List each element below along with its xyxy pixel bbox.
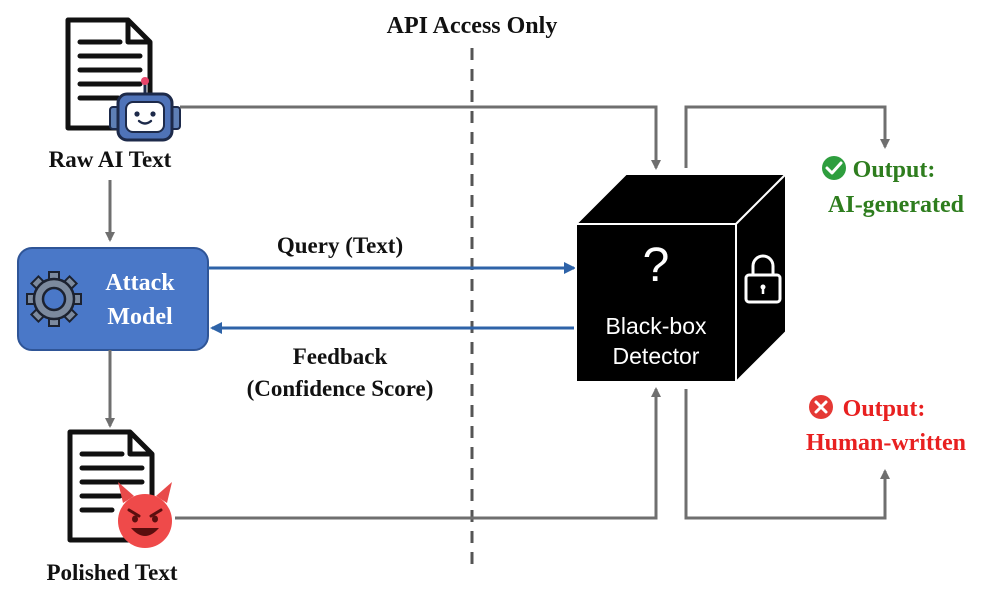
detector-to-ai-output-arrow [684,105,890,168]
cross-circle-icon [809,395,833,419]
ai-output-label-line2: AI-generated [828,192,965,218]
check-circle-icon [822,156,846,180]
raw-to-detector-arrow [180,105,661,170]
black-box-detector-cube [575,173,787,383]
human-output-label-line1: Output: [843,396,926,422]
feedback-label-line2: (Confidence Score) [247,376,434,401]
detector-label-line1: Black-box [606,313,707,339]
detector-label-line2: Detector [613,343,700,369]
devil-face-icon [118,482,172,548]
polished-to-detector-arrow [175,387,661,520]
gear-icon [26,271,82,327]
feedback-label-line1: Feedback [293,344,388,369]
robot-icon [109,77,181,142]
attack-model-box [17,247,209,351]
attack-model-label-line1: Attack [105,270,175,296]
question-mark-icon: ? [643,239,670,292]
ai-output-label-line1: Output: [853,157,936,183]
query-label: Query (Text) [277,233,403,258]
detector-to-human-output-arrow [684,389,890,520]
api-access-title: API Access Only [387,13,558,39]
polished-text-label: Polished Text [46,560,177,585]
attack-model-label-line2: Model [107,304,173,330]
human-output-label-line2: Human-written [806,430,966,456]
raw-ai-text-label: Raw AI Text [49,147,172,172]
padlock-icon [744,254,782,304]
